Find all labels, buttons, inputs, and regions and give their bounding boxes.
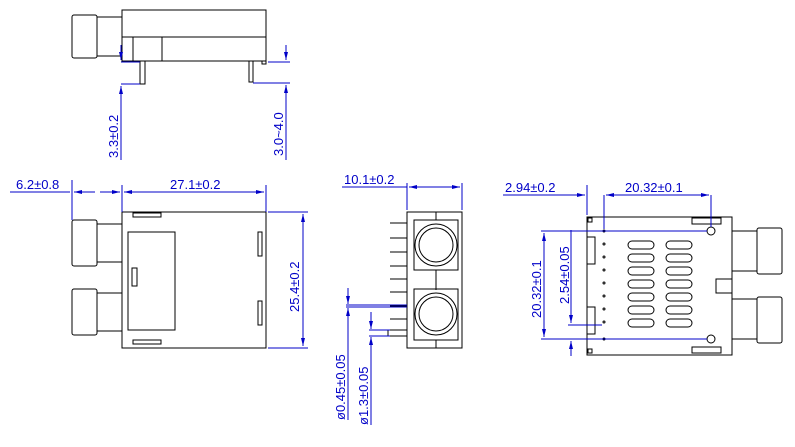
dim-standoff: 3.0~4.0 [271,112,286,156]
dim-body-width: 25.4±0.2 [287,261,302,312]
pins [387,222,408,337]
pin-holes [602,229,606,341]
dim-pin-diameter: ø0.45±0.05 [333,354,348,420]
side-view: 10.1±0.2 ø0.45±0.05 ø1.3±0.05 [333,172,463,425]
dim-pin-pitch: 2.54±0.05 [557,246,572,304]
dim-hole-spacing-x: 20.32±0.1 [625,180,683,195]
dim-hole-spacing-y: 20.32±0.1 [529,260,544,318]
dim-height: 10.1±0.2 [344,172,395,187]
vent-slots [627,240,693,328]
dim-edge-offset: 2.94±0.2 [505,180,556,195]
dim-body-length: 27.1±0.2 [170,177,221,192]
bottom-view: 2.94±0.2 20.32±0.1 20.32±0.1 2.54±0.05 [503,180,783,356]
top-view: 3.3±0.2 3.0~4.0 [71,9,290,160]
dim-pin-length: 3.3±0.2 [106,115,121,158]
dim-connector-protrusion: 6.2±0.8 [16,177,59,192]
front-view: 6.2±0.8 27.1±0.2 25.4±0.2 [10,177,308,349]
dim-post-diameter: ø1.3±0.05 [356,367,371,425]
